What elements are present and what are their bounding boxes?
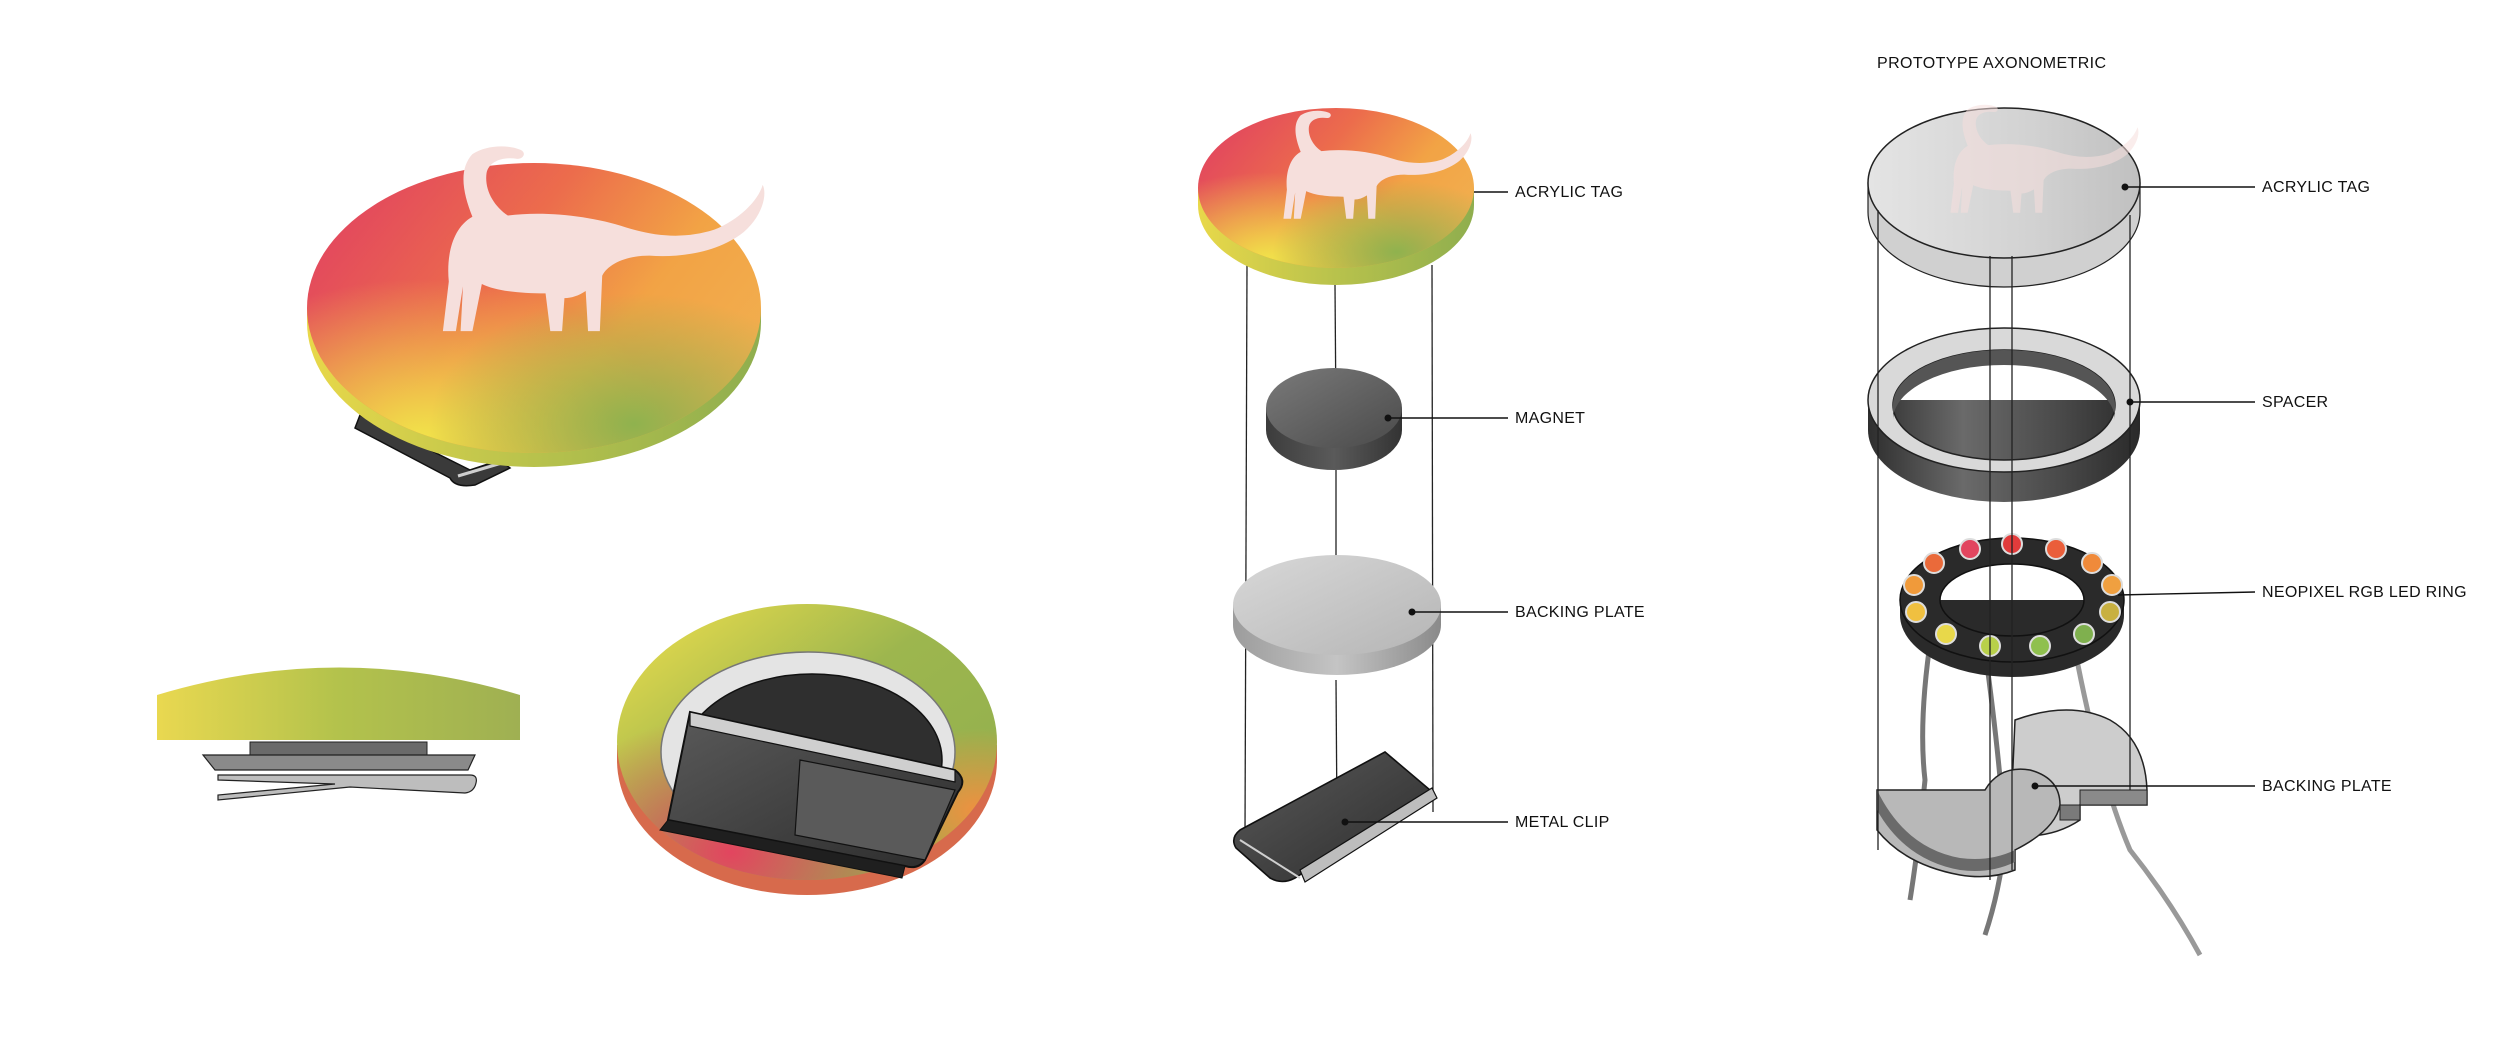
- hero-view: [307, 146, 765, 487]
- center-acrylic-tag: [1198, 108, 1474, 285]
- prototype-acrylic-tag: [1867, 104, 2141, 288]
- side-view: [157, 667, 520, 801]
- prototype-title: PROTOTYPE AXONOMETRIC: [1877, 55, 2106, 72]
- prototype-backing-plate: [1876, 709, 2148, 878]
- center-exploded-view: ACRYLIC TAG MAGNET BACKING PLATE METAL C…: [1198, 108, 1645, 883]
- label-metal-clip: METAL CLIP: [1515, 814, 1610, 831]
- label-prototype-backing-plate: BACKING PLATE: [2262, 778, 2392, 795]
- prototype-spacer: [1867, 327, 2141, 502]
- label-prototype-led-ring: NEOPIXEL RGB LED RING: [2262, 584, 2467, 601]
- label-prototype-spacer: SPACER: [2262, 394, 2328, 411]
- label-backing-plate: BACKING PLATE: [1515, 604, 1645, 621]
- label-magnet: MAGNET: [1515, 410, 1585, 427]
- label-prototype-acrylic-tag: ACRYLIC TAG: [2262, 179, 2370, 196]
- back-view: [617, 604, 997, 895]
- prototype-axonometric-view: PROTOTYPE AXONOMETRIC: [1867, 55, 2467, 957]
- center-magnet: [1266, 368, 1402, 470]
- label-acrylic-tag: ACRYLIC TAG: [1515, 184, 1623, 201]
- center-backing-plate: [1233, 555, 1441, 675]
- center-metal-clip: [1232, 751, 1438, 883]
